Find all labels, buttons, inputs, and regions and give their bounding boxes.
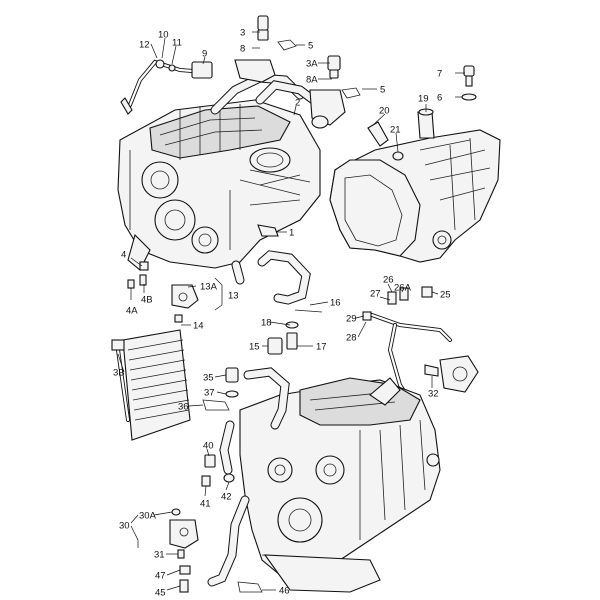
- callout-label-c5b: 5: [380, 85, 385, 96]
- callout-label-c30: 30: [119, 521, 130, 532]
- mid-hoses: [127, 250, 323, 355]
- callout-label-c26: 26: [383, 275, 394, 286]
- callout-label-c15: 15: [249, 342, 260, 353]
- upper-coolant-hoses: [210, 15, 346, 129]
- upper-sensor-cable: [120, 59, 213, 115]
- callout-label-c18: 18: [261, 318, 272, 329]
- lower-hoses: [169, 367, 290, 593]
- callout-label-c4A: 4A: [126, 306, 138, 317]
- callout-label-c6: 6: [437, 93, 442, 104]
- callout-label-c2: 2: [295, 98, 300, 109]
- callout-label-c20: 20: [379, 106, 390, 117]
- callout-label-c12: 12: [139, 40, 150, 51]
- callout-label-c30A: 30A: [139, 511, 157, 522]
- callout-label-c46: 46: [279, 586, 290, 597]
- callout-label-c42: 42: [221, 492, 232, 503]
- bolt-7-washer-6: [461, 65, 477, 101]
- callout-label-c29: 29: [346, 314, 357, 325]
- callout-label-c1: 1: [289, 228, 294, 239]
- callout-label-c45: 45: [155, 588, 166, 599]
- callout-label-c13: 13: [228, 291, 239, 302]
- sensor-1: [257, 224, 279, 237]
- radiator-3B: [111, 329, 191, 441]
- callout-label-c37: 37: [204, 388, 215, 399]
- hose-clips-5: [277, 39, 361, 99]
- oil-cooler-pipes: [362, 286, 479, 402]
- callout-label-c26A: 26A: [394, 283, 412, 294]
- callout-label-c16: 16: [330, 298, 341, 309]
- callout-label-c47: 47: [155, 571, 166, 582]
- callout-label-c19: 19: [418, 94, 429, 105]
- callout-label-c3A: 3A: [306, 59, 318, 70]
- callout-label-c27: 27: [370, 289, 381, 300]
- callout-labels: 1233A44A4B556788A91011121313A14151617181…: [113, 28, 451, 599]
- callout-label-c14: 14: [193, 321, 204, 332]
- callout-label-c9: 9: [202, 49, 207, 60]
- callout-label-c3: 3: [240, 28, 245, 39]
- upper-engine-block: [117, 99, 321, 271]
- callout-label-c10: 10: [158, 30, 169, 41]
- callout-label-c4B: 4B: [141, 295, 153, 306]
- leader-lines: [117, 31, 465, 591]
- callout-label-c8A: 8A: [306, 75, 318, 86]
- callout-label-c35: 35: [203, 373, 214, 384]
- callout-label-c3B: 3B: [113, 368, 125, 379]
- callout-label-c5a: 5: [308, 41, 313, 52]
- callout-label-c32: 32: [428, 389, 439, 400]
- callout-label-c7: 7: [437, 69, 442, 80]
- lower-engine-block: [239, 377, 441, 593]
- callout-label-c25: 25: [440, 290, 451, 301]
- callout-label-c8: 8: [240, 44, 245, 55]
- callout-label-c40: 40: [203, 441, 214, 452]
- callout-label-c11: 11: [172, 38, 182, 49]
- callout-label-c31: 31: [154, 550, 165, 561]
- callout-label-c4: 4: [121, 250, 126, 261]
- transmission-housing: [329, 129, 501, 263]
- callout-label-c36: 36: [178, 402, 189, 413]
- callout-label-c21: 21: [390, 125, 401, 136]
- callout-label-c28: 28: [346, 333, 357, 344]
- callout-label-c13A: 13A: [200, 282, 218, 293]
- callout-label-c41: 41: [200, 499, 211, 510]
- callout-label-c17: 17: [316, 342, 327, 353]
